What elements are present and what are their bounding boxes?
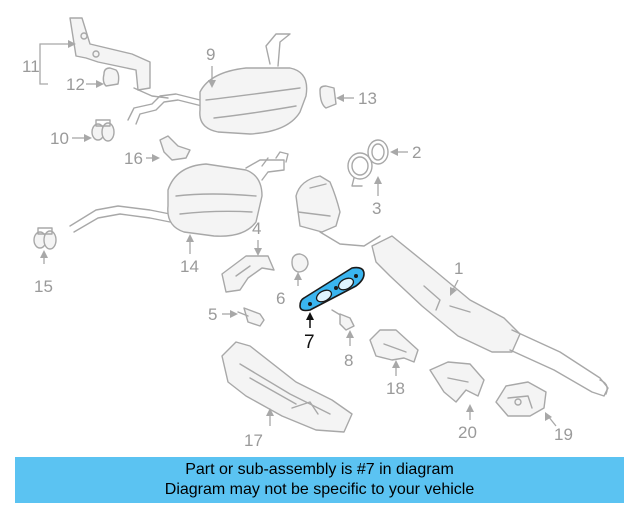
callout-10: 10: [50, 129, 92, 148]
part-10-clamp: [91, 119, 115, 142]
part-18-bracket: [369, 329, 419, 363]
label-3: 3: [372, 199, 381, 218]
callout-11: 11: [22, 40, 76, 85]
part-2-gasket-ring: [367, 139, 389, 165]
label-12: 12: [66, 75, 85, 94]
label-4: 4: [252, 219, 261, 238]
label-8: 8: [344, 351, 353, 370]
label-1: 1: [454, 259, 463, 278]
label-7: 7: [304, 332, 315, 353]
banner-line-1: Part or sub-assembly is #7 in diagram: [185, 461, 454, 478]
callout-2: 2: [390, 143, 421, 162]
part-11-bracket: [69, 17, 151, 91]
callout-9: 9: [206, 45, 216, 88]
callout-4: 4: [252, 219, 262, 256]
label-13: 13: [358, 89, 377, 108]
part-5-bolt: [237, 307, 265, 327]
exhaust-parts-diagram: 11 12 9 13 10: [22, 17, 609, 450]
callout-3: 3: [372, 176, 382, 218]
label-20: 20: [458, 423, 477, 442]
part-14-center-muffler: [69, 151, 289, 237]
label-15: 15: [34, 277, 53, 296]
part-9-rear-muffler: [127, 33, 308, 135]
part-13-mount: [319, 85, 337, 109]
callout-13: 13: [336, 89, 377, 108]
label-10: 10: [50, 129, 69, 148]
callout-15: 15: [34, 250, 53, 296]
label-9: 9: [206, 45, 215, 64]
part-1-catalytic-converter: [295, 175, 609, 397]
callout-14: 14: [180, 234, 199, 276]
callout-17: 17: [244, 408, 274, 450]
callout-7: 7: [304, 312, 315, 353]
label-6: 6: [276, 289, 285, 308]
callout-8: 8: [344, 330, 354, 370]
part-19-mount: [495, 381, 547, 417]
label-16: 16: [124, 149, 143, 168]
label-11: 11: [22, 57, 40, 76]
label-2: 2: [412, 143, 421, 162]
part-17-heat-shield: [221, 341, 353, 433]
part-15-clamp: [33, 227, 57, 250]
part-12-rubber-mount: [102, 67, 120, 87]
label-19: 19: [554, 425, 573, 444]
label-14: 14: [180, 257, 199, 276]
callout-1: 1: [450, 259, 463, 296]
part-20-bracket: [429, 361, 485, 403]
part-3-clamp-ring: [347, 152, 373, 187]
part-16-hanger: [159, 135, 191, 161]
callout-20: 20: [458, 404, 477, 442]
banner-line-2: Diagram may not be specific to your vehi…: [164, 481, 475, 498]
callout-5: 5: [208, 305, 238, 324]
label-5: 5: [208, 305, 217, 324]
info-banner: Part or sub-assembly is #7 in diagram Di…: [15, 457, 624, 503]
part-6-nut: [291, 253, 309, 273]
label-17: 17: [244, 431, 263, 450]
part-7-gasket-highlighted: [299, 266, 365, 312]
callout-12: 12: [66, 75, 104, 94]
callout-6: 6: [276, 272, 302, 308]
label-18: 18: [386, 379, 405, 398]
part-8-bolt: [331, 309, 355, 331]
part-4-heat-shield: [221, 255, 275, 293]
callout-19: 19: [545, 412, 573, 444]
callout-16: 16: [124, 149, 160, 168]
callout-18: 18: [386, 360, 405, 398]
